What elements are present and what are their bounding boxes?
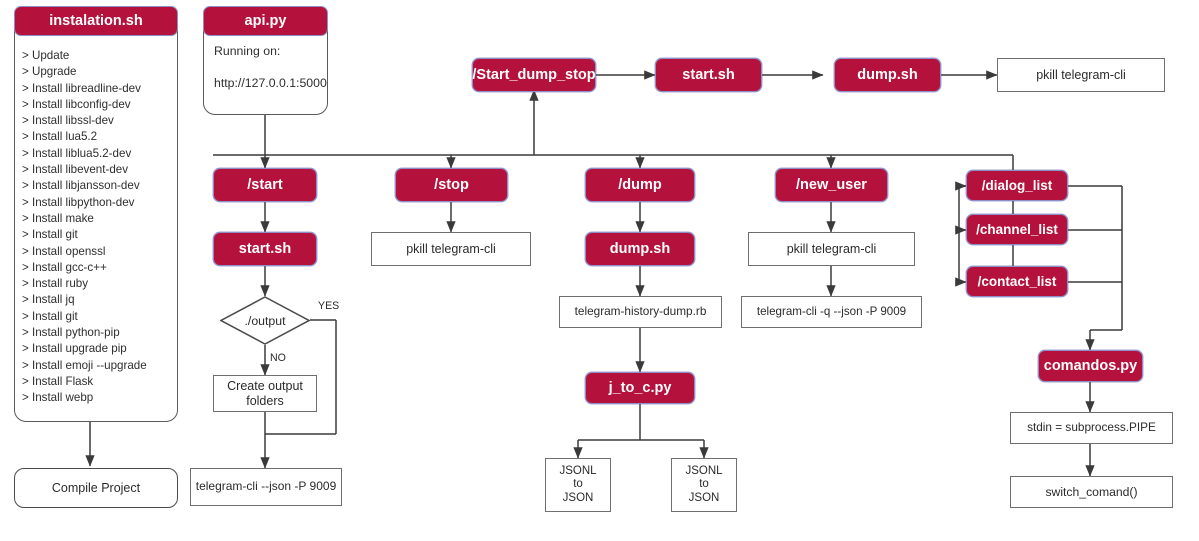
jsonl-right-line-2: to <box>699 478 709 491</box>
list-item: > Install libpython-dev <box>22 195 135 209</box>
node-route-dump[interactable]: /dump <box>585 168 695 202</box>
list-item: > Install libreadline-dev <box>22 81 141 95</box>
node-stdin-subprocess-pipe: stdin = subprocess.PIPE <box>1010 412 1173 444</box>
create-line-2: folders <box>246 393 284 408</box>
node-stop-pkill: pkill telegram-cli <box>371 232 531 266</box>
node-top-dump-script[interactable]: dump.sh <box>834 58 941 92</box>
list-item: > Install lua5.2 <box>22 130 98 144</box>
list-item: > Install python-pip <box>22 326 120 340</box>
node-dump-script[interactable]: dump.sh <box>585 232 695 266</box>
node-start-dump-stop-route[interactable]: /Start_dump_stop <box>472 58 596 92</box>
list-item: > Install upgrade pip <box>22 342 127 356</box>
jsonl-left-line-1: JSONL <box>559 465 597 478</box>
node-start-script[interactable]: start.sh <box>213 232 317 266</box>
edge-label-no: NO <box>270 352 286 364</box>
node-route-stop[interactable]: /stop <box>395 168 508 202</box>
node-new-user-pkill: pkill telegram-cli <box>748 232 915 266</box>
list-item: > Install libssl-dev <box>22 114 114 128</box>
list-item: > Install emoji --upgrade <box>22 358 147 372</box>
node-route-contact-list[interactable]: /contact_list <box>966 266 1068 297</box>
node-compile-project: Compile Project <box>14 468 178 508</box>
node-telegram-history-dump: telegram-history-dump.rb <box>559 296 722 328</box>
api-running-label: Running on: <box>214 44 281 58</box>
node-new-user-telegram-cli: telegram-cli -q --json -P 9009 <box>741 296 922 328</box>
node-jsonl-to-json-right: JSONL to JSON <box>671 458 737 512</box>
installation-command-list: > Update > Upgrade > Install libreadline… <box>22 48 178 414</box>
node-top-pkill: pkill telegram-cli <box>997 58 1165 92</box>
node-route-start[interactable]: /start <box>213 168 317 202</box>
installation-panel-header: instalation.sh <box>14 6 178 36</box>
node-j-to-c-converter[interactable]: j_to_c.py <box>585 372 695 404</box>
list-item: > Install gcc-c++ <box>22 260 107 274</box>
list-item: > Install git <box>22 228 78 242</box>
node-route-channel-list[interactable]: /channel_list <box>966 214 1068 245</box>
jsonl-left-line-2: to <box>573 478 583 491</box>
installation-panel <box>14 18 178 422</box>
list-item: > Install git <box>22 309 78 323</box>
node-route-new-user[interactable]: /new_user <box>775 168 888 202</box>
node-switch-comand: switch_comand() <box>1010 476 1173 508</box>
api-panel-body: Running on: http://127.0.0.1:5000 <box>214 44 328 110</box>
list-item: > Update <box>22 49 70 62</box>
jsonl-left-line-3: JSON <box>562 491 594 504</box>
decision-label: ./output <box>244 313 286 328</box>
list-item: > Install make <box>22 211 94 225</box>
list-item: > Upgrade <box>22 65 77 79</box>
node-route-dialog-list[interactable]: /dialog_list <box>966 170 1068 201</box>
api-url: http://127.0.0.1:5000 <box>214 76 327 90</box>
node-top-start-script[interactable]: start.sh <box>655 58 762 92</box>
list-item: > Install jq <box>22 293 75 307</box>
node-create-output-folders: Create output folders <box>213 375 317 412</box>
node-jsonl-to-json-left: JSONL to JSON <box>545 458 611 512</box>
create-line-1: Create output <box>227 379 303 394</box>
list-item: > Install libjansson-dev <box>22 179 140 193</box>
jsonl-right-line-1: JSONL <box>685 465 723 478</box>
list-item: > Install liblua5.2-dev <box>22 146 132 160</box>
install-items: > Update > Upgrade > Install libreadline… <box>22 48 178 407</box>
list-item: > Install webp <box>22 391 94 405</box>
list-item: > Install Flask <box>22 374 94 388</box>
jsonl-right-line-3: JSON <box>688 491 720 504</box>
api-panel-header: api.py <box>203 6 328 36</box>
node-start-telegram-cli: telegram-cli --json -P 9009 <box>190 468 342 506</box>
diamond-shape <box>220 296 310 345</box>
decision-output-exists: ./output <box>220 296 310 345</box>
list-item: > Install libevent-dev <box>22 163 129 177</box>
list-item: > Install libconfig-dev <box>22 97 131 111</box>
list-item: > Install ruby <box>22 277 89 291</box>
edge-label-yes: YES <box>318 300 340 312</box>
list-item: > Install openssl <box>22 244 106 258</box>
node-comandos-handler[interactable]: comandos.py <box>1038 350 1143 382</box>
